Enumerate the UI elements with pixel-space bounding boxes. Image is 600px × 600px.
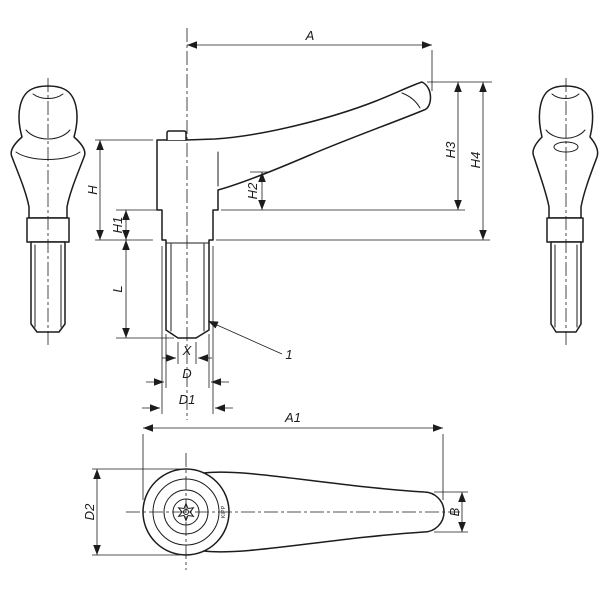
dimension-H2: H2	[245, 171, 270, 210]
adjustment-cap	[166, 130, 187, 141]
dim-label-h: H	[85, 185, 100, 195]
dimension-D1: D1	[142, 246, 233, 414]
lever-silhouette	[156, 81, 432, 339]
dimension-A: A	[187, 28, 433, 91]
leader-line	[207, 320, 283, 355]
callout-1: 1	[207, 320, 293, 362]
dimension-X: X	[162, 342, 212, 364]
callout-label-1: 1	[285, 347, 292, 362]
dimension-L: L	[110, 240, 174, 339]
centerlines	[47, 28, 567, 570]
grip-crease	[25, 129, 71, 140]
collar-right-view	[546, 217, 584, 243]
dim-label-b: B	[447, 507, 462, 516]
dim-label-d1: D1	[179, 392, 196, 407]
dim-label-x: X	[182, 343, 193, 358]
dim-label-d: D	[182, 366, 191, 381]
grip-crease	[545, 129, 586, 139]
dimension-B: B	[434, 491, 468, 533]
dim-label-h3: H3	[443, 141, 458, 158]
dim-label-d2: D2	[82, 503, 97, 520]
grip-highlight	[32, 93, 64, 99]
dim-label-h1: H1	[110, 217, 125, 234]
dimension-H3-H4: H3 H4	[216, 81, 492, 241]
grip-highlight	[551, 93, 580, 99]
dim-label-h2: H2	[245, 182, 260, 199]
dim-label-l: L	[110, 285, 125, 292]
dim-label-a1: A1	[284, 410, 301, 425]
dimension-H1: H1	[110, 209, 158, 240]
dim-label-a: A	[305, 28, 315, 43]
dimension-A1: A1	[142, 410, 444, 500]
dim-label-h4: H4	[468, 152, 483, 169]
dimension-D: D	[146, 334, 229, 388]
side-view-right	[532, 85, 599, 333]
dimension-D2: D2	[82, 468, 180, 556]
grip-tip-crease	[401, 92, 421, 109]
torx-socket	[177, 502, 195, 522]
front-view	[156, 81, 432, 339]
